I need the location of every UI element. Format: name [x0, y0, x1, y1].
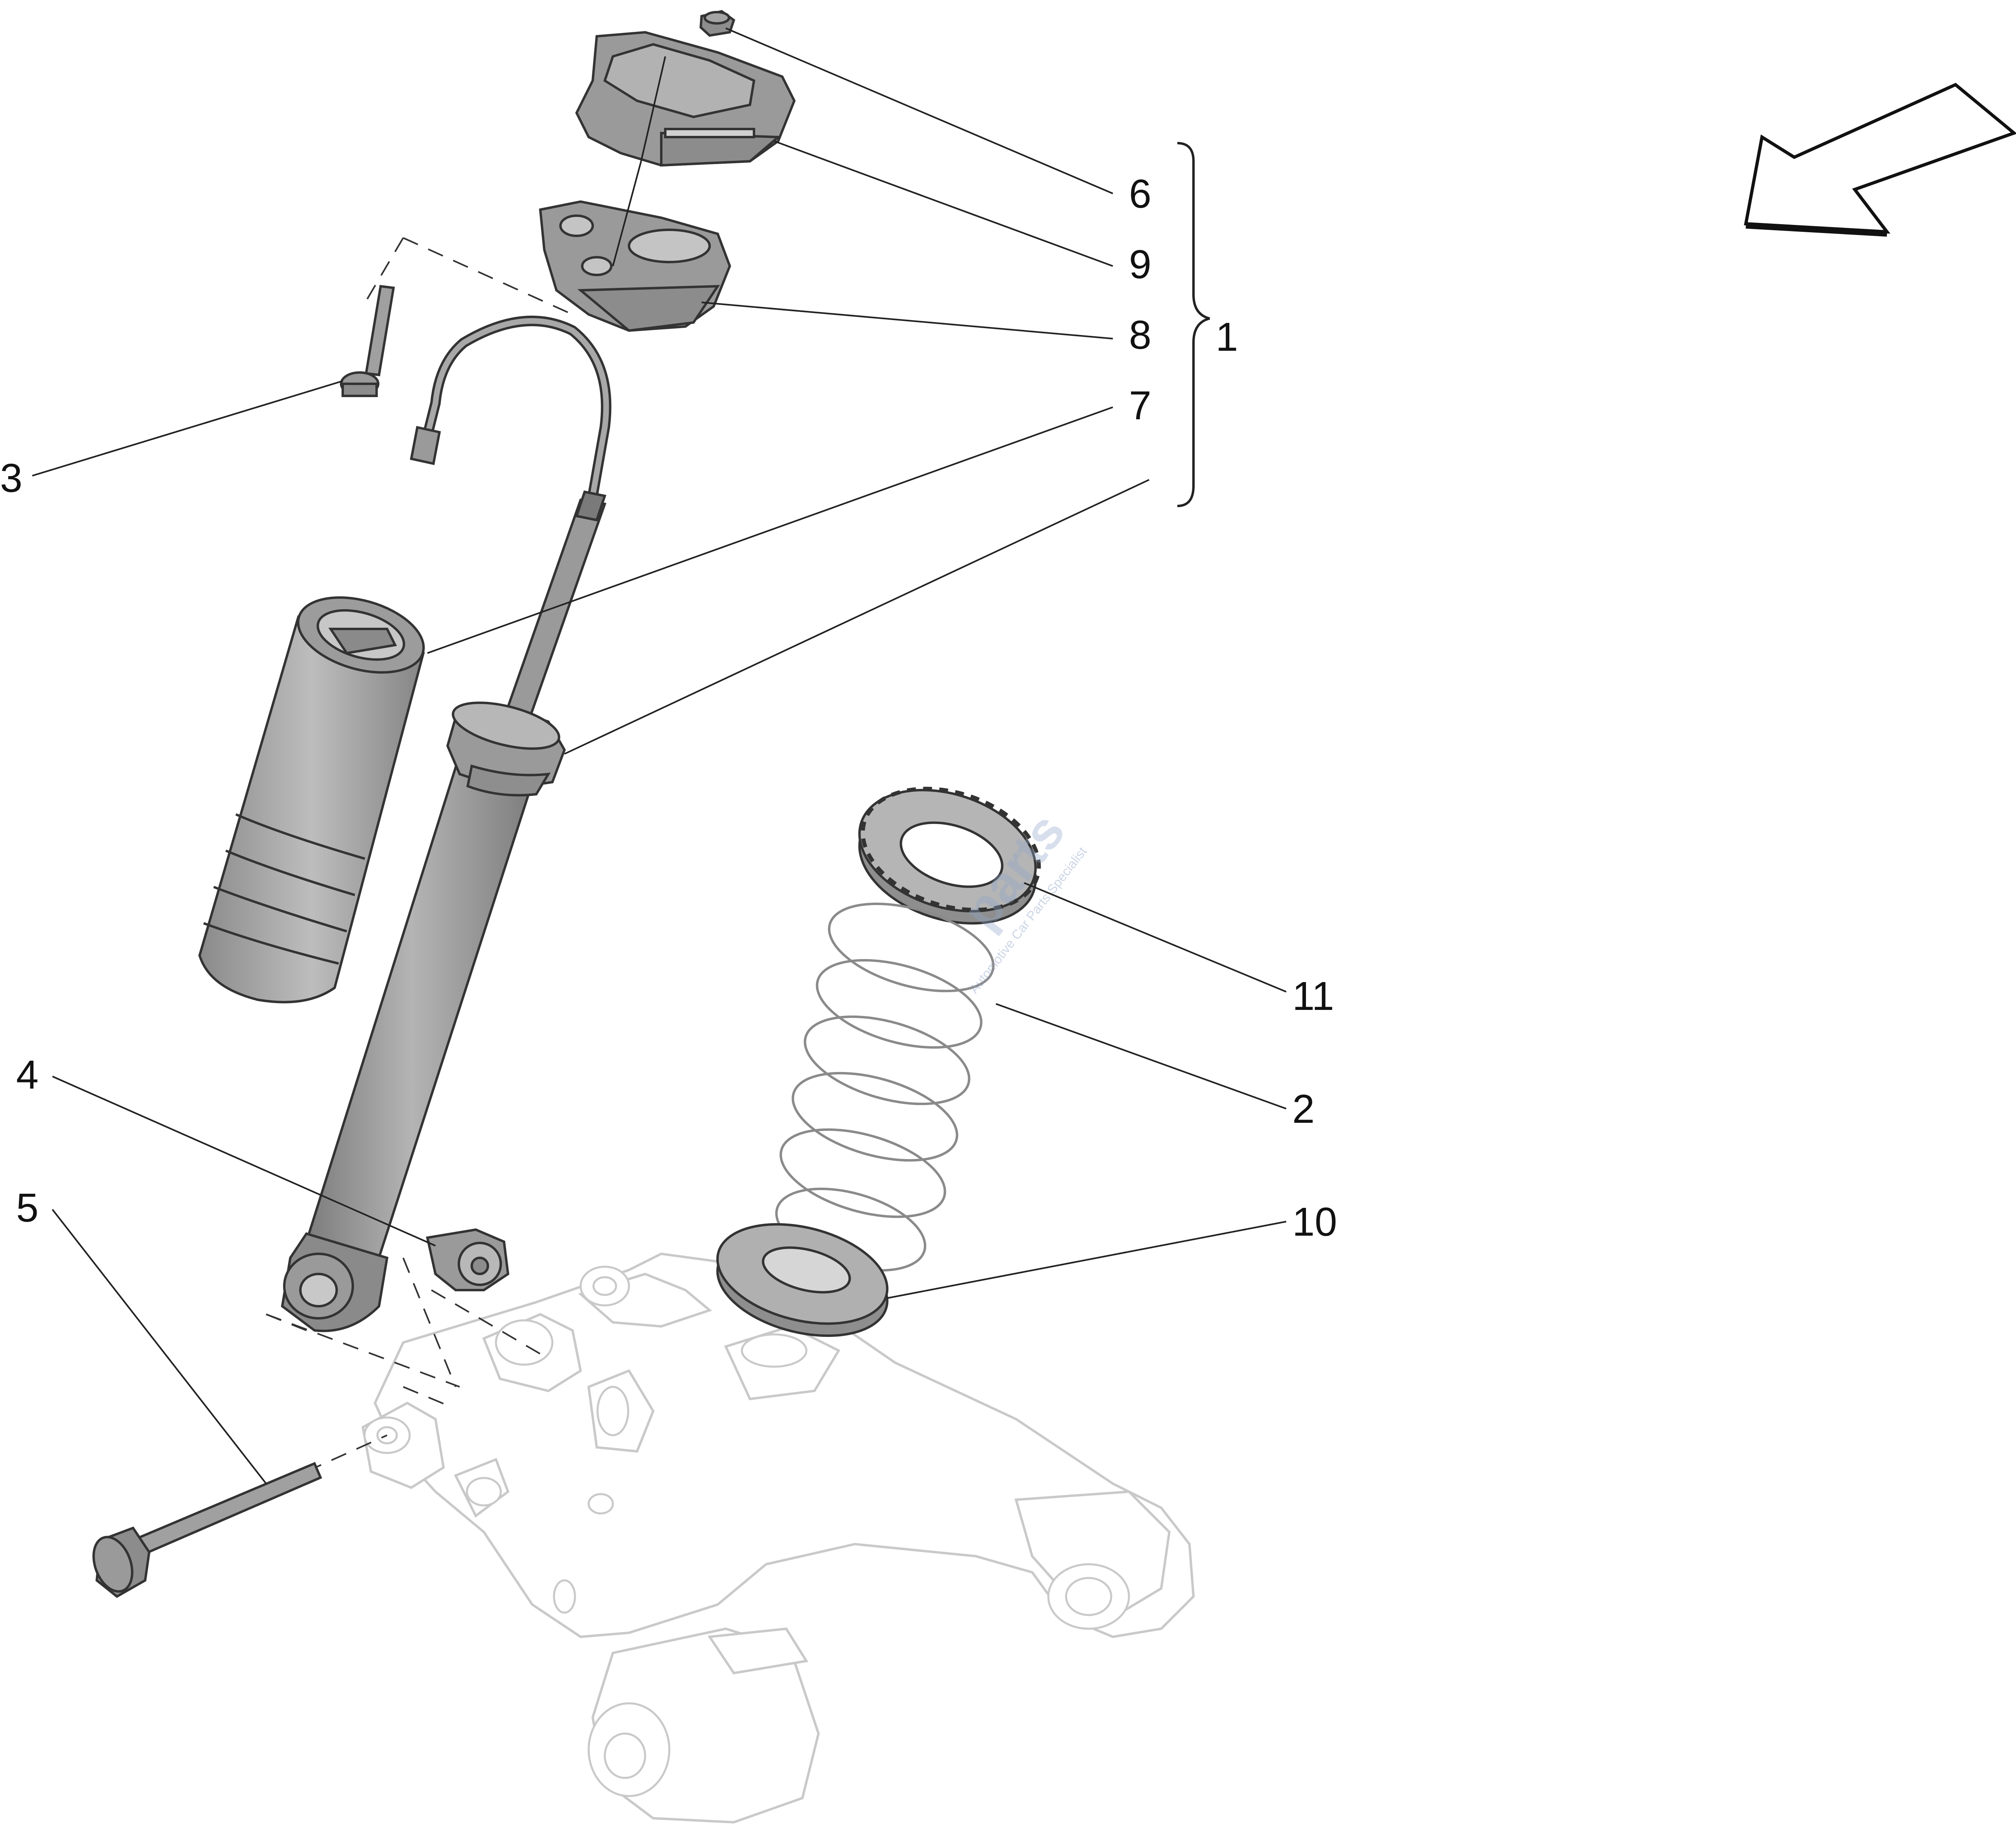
callout-3: 3: [0, 456, 23, 501]
group-brace: [1177, 142, 1210, 507]
lower-mount-part-8: [539, 161, 731, 332]
callout-5: 5: [16, 1185, 39, 1230]
callout-10: 10: [1292, 1199, 1337, 1245]
callout-4: 4: [16, 1052, 39, 1097]
coil-spring-part-2: [775, 902, 995, 1272]
top-nut-part-6: [699, 10, 735, 37]
leader-lines: [32, 27, 1287, 1484]
callout-6: 6: [1129, 171, 1152, 216]
assembly-dashed-lines: [266, 237, 573, 1472]
long-bolt-part-5: [92, 1462, 322, 1598]
callout-1: 1: [1216, 314, 1238, 360]
callout-7: 7: [1129, 383, 1152, 428]
direction-arrow-icon: [1744, 83, 2016, 237]
subframe-ghost: [361, 1252, 1195, 1824]
bolt-part-3: [340, 285, 395, 397]
callout-8: 8: [1129, 312, 1152, 358]
shock-absorber: [281, 490, 607, 1332]
sensor-cable: [410, 316, 612, 497]
lower-spring-seat-part-10: [716, 1223, 889, 1337]
callout-9: 9: [1129, 242, 1152, 287]
callout-labels: 6 9 8 7 1 3 4 5 11 2 10: [0, 171, 1337, 1245]
upper-spring-seat-part-11: [858, 787, 1041, 925]
upper-mount-part-9: [575, 31, 796, 167]
callout-2: 2: [1292, 1087, 1315, 1132]
callout-11: 11: [1292, 974, 1334, 1019]
washer-part-4: [426, 1228, 510, 1291]
dust-boot-part-7: [198, 596, 425, 1003]
